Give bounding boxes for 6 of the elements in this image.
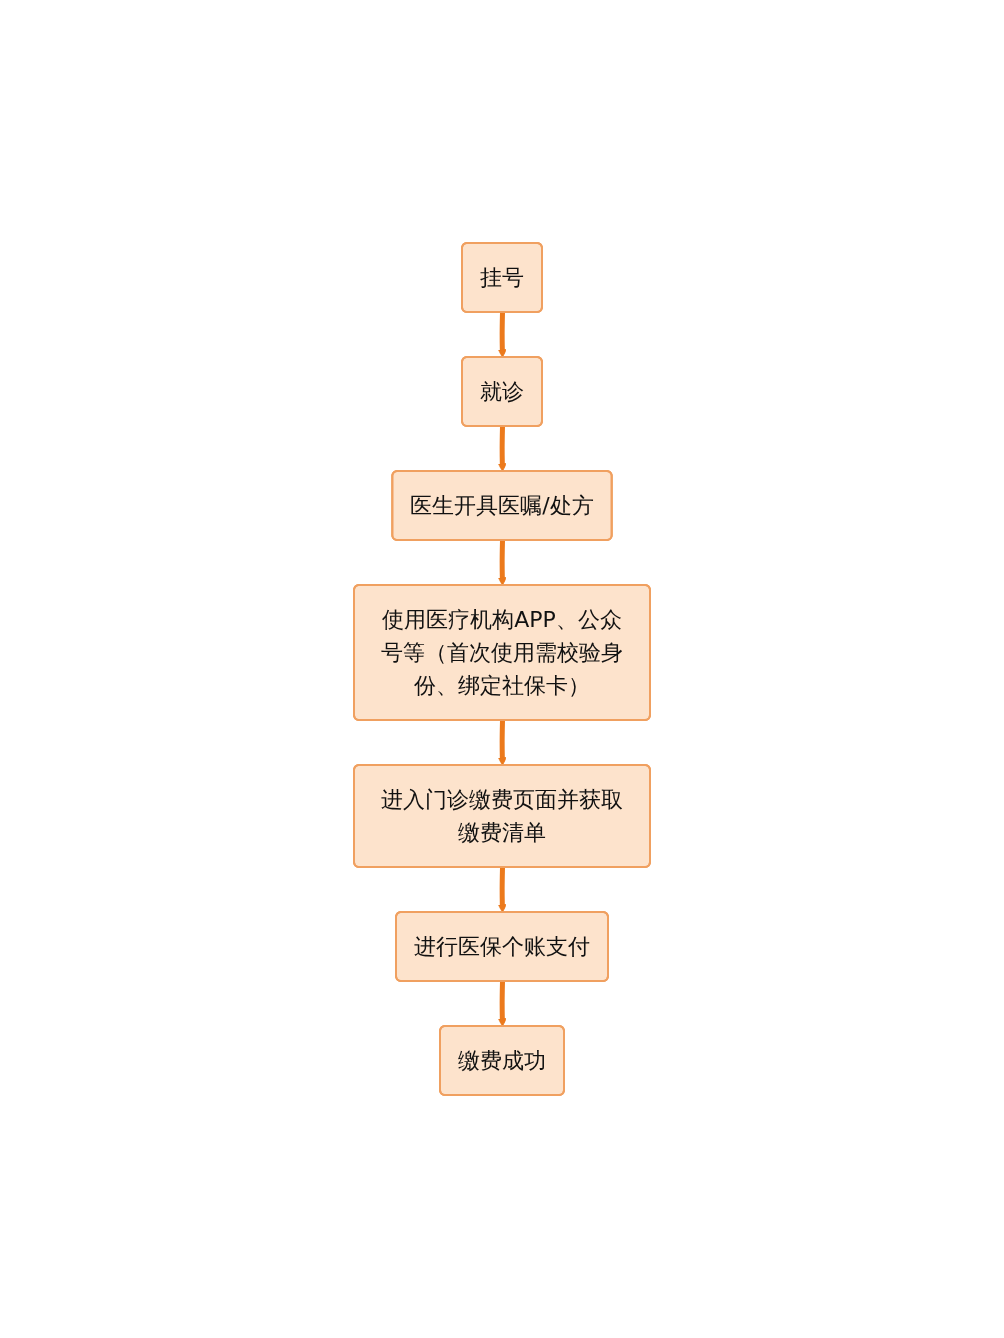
arrow <box>497 867 507 913</box>
arrow <box>497 426 507 472</box>
arrow <box>497 720 507 766</box>
arrow <box>497 312 507 358</box>
arrow <box>497 540 507 586</box>
arrow <box>497 981 507 1027</box>
